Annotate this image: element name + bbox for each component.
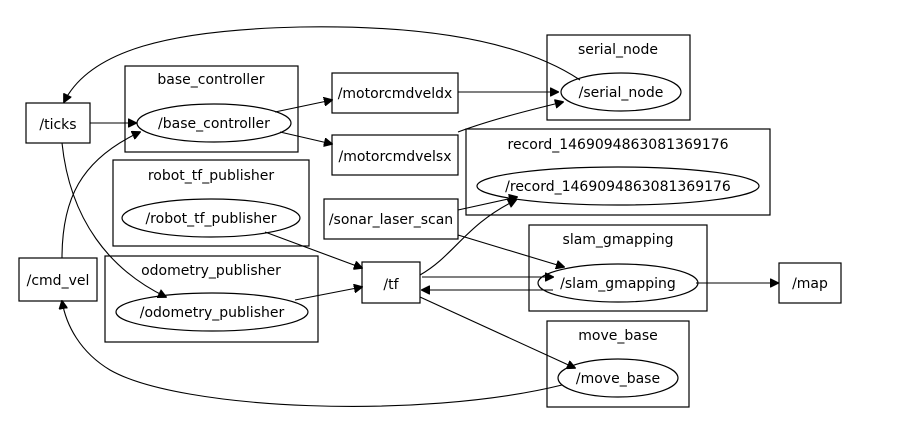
node-cmd-vel[interactable]: /cmd_vel (18, 257, 98, 302)
edge-cmd-vel-to-base-controller (61, 132, 140, 259)
node-serial-node[interactable]: /serial_node (560, 72, 682, 112)
cluster-label-slam-gmapping: slam_gmapping (563, 232, 674, 248)
edge-tf-to-record (419, 200, 516, 276)
edge-move-base-to-cmd-vel (62, 301, 563, 407)
edge-odometry-publisher-to-tf (294, 287, 362, 301)
edge-base-controller-to-motorcmdveldx (274, 100, 332, 113)
node-base-controller[interactable]: /base_controller (136, 103, 292, 143)
cluster-record: record_1469094863081369176 (465, 128, 771, 216)
node-label-odometry-publisher: /odometry_publisher (140, 305, 285, 321)
cluster-slam-gmapping: slam_gmapping (528, 224, 708, 312)
node-map[interactable]: /map (778, 262, 842, 304)
node-record[interactable]: /record_1469094863081369176 (476, 166, 760, 206)
node-label-serial-node: /serial_node (579, 85, 664, 101)
node-slam-gmapping[interactable]: /slam_gmapping (537, 263, 699, 303)
node-label-tf: /tf (383, 277, 399, 293)
edge-tf-to-move-base (419, 296, 575, 368)
cluster-label-record: record_1469094863081369176 (508, 137, 729, 153)
node-motorcmdveldx[interactable]: /motorcmdveldx (331, 72, 459, 114)
node-label-slam-gmapping: /slam_gmapping (560, 276, 676, 292)
node-label-record: /record_1469094863081369176 (505, 179, 731, 195)
node-label-sonar-laser-scan: /sonar_laser_scan (329, 212, 453, 228)
node-label-cmd-vel: /cmd_vel (27, 273, 90, 289)
node-move-base[interactable]: /move_base (557, 358, 679, 398)
node-ticks[interactable]: /ticks (25, 102, 91, 144)
node-tf[interactable]: /tf (361, 261, 421, 304)
cluster-base-controller: base_controller (124, 65, 299, 153)
node-sonar-laser-scan[interactable]: /sonar_laser_scan (323, 198, 459, 240)
edge-robot-tf-publisher-to-tf (264, 231, 362, 268)
node-label-move-base: /move_base (576, 371, 660, 387)
cluster-label-serial-node: serial_node (578, 42, 658, 58)
node-label-robot-tf-publisher: /robot_tf_publisher (145, 211, 276, 227)
cluster-label-odometry-publisher: odometry_publisher (141, 263, 281, 279)
cluster-move-base: move_base (546, 320, 690, 408)
edge-base-controller-to-motorcmdvelsx (279, 131, 332, 144)
edge-ticks-to-odometry-publisher (61, 142, 166, 297)
cluster-label-move-base: move_base (578, 328, 657, 344)
cluster-label-base-controller: base_controller (157, 72, 264, 88)
node-robot-tf-publisher[interactable]: /robot_tf_publisher (121, 198, 301, 238)
node-motorcmdvelsx[interactable]: /motorcmdvelsx (331, 134, 459, 176)
cluster-label-robot-tf-publisher: robot_tf_publisher (148, 168, 275, 184)
node-label-motorcmdvelsx: /motorcmdvelsx (338, 149, 451, 165)
edges (61, 26, 778, 407)
edge-serial-node-to-ticks (64, 26, 581, 102)
node-odometry-publisher[interactable]: /odometry_publisher (115, 292, 309, 332)
cluster-serial-node: serial_node (546, 34, 691, 121)
edge-motorcmdvelsx-to-serial-node (457, 102, 563, 133)
node-label-ticks: /ticks (39, 117, 76, 133)
cluster-robot-tf-publisher: robot_tf_publisher (112, 159, 310, 247)
node-label-base-controller: /base_controller (158, 116, 270, 132)
node-label-motorcmdveldx: /motorcmdveldx (338, 86, 453, 102)
node-label-map: /map (792, 276, 828, 292)
cluster-odometry-publisher: odometry_publisher (104, 255, 319, 343)
edge-sonar-to-slam-gmapping (457, 234, 564, 267)
